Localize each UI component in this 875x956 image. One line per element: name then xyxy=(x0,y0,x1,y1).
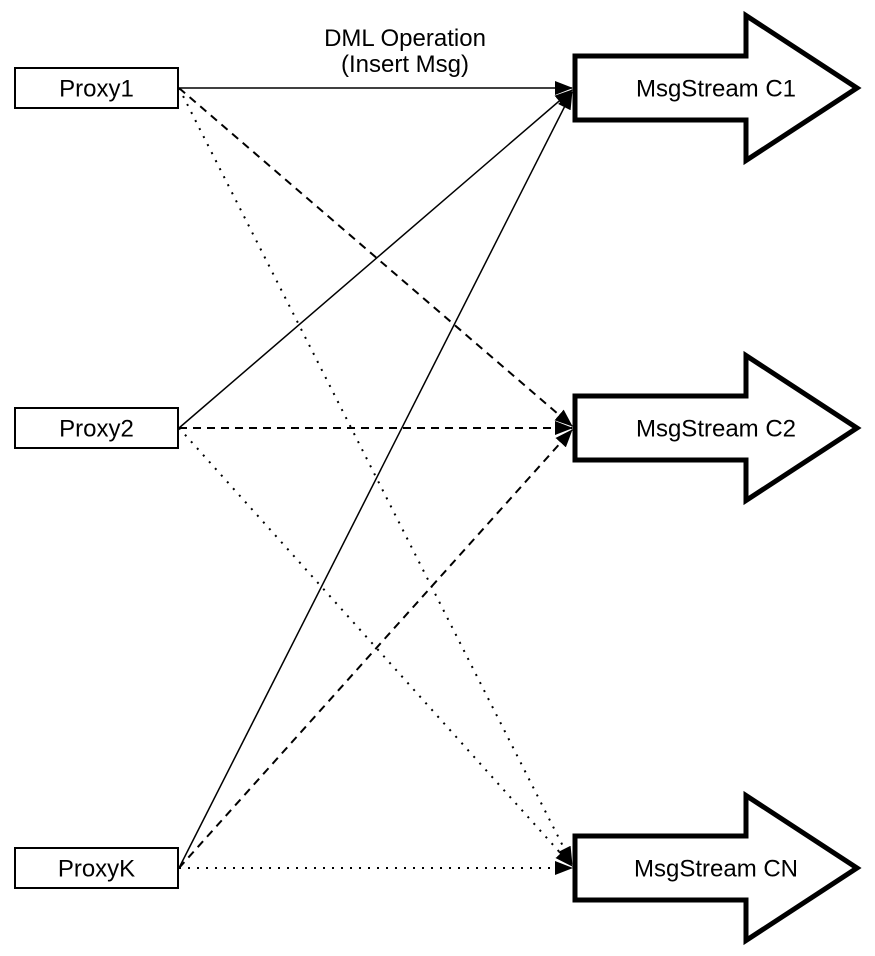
proxy2-box xyxy=(14,407,179,449)
edge-proxyk-to-c1 xyxy=(178,91,573,869)
proxyk-box xyxy=(14,847,179,889)
edge-proxy1-to-cn xyxy=(178,87,573,865)
edge-proxy2-to-cn xyxy=(178,427,573,867)
annotation-line1: DML Operation xyxy=(324,25,486,52)
dml-operation-annotation: DML Operation (Insert Msg) xyxy=(324,25,486,78)
proxy-node-proxyk: ProxyK xyxy=(14,847,179,889)
stream-node-cn: MsgStream CN xyxy=(572,790,862,946)
msgstream-c1-arrow-shape xyxy=(572,10,862,166)
proxyk-label: ProxyK xyxy=(58,856,135,883)
stream-node-c1: MsgStream C1 xyxy=(572,10,862,166)
msgstream-c2-label: MsgStream C2 xyxy=(636,416,796,443)
proxy1-label: Proxy1 xyxy=(59,76,134,103)
proxy1-box xyxy=(14,67,179,109)
edge-proxyk-to-c2 xyxy=(178,429,573,869)
msgstream-cn-label: MsgStream CN xyxy=(634,856,798,883)
proxy-node-proxy1: Proxy1 xyxy=(14,67,179,109)
annotation-line2: (Insert Msg) xyxy=(341,51,469,78)
msgstream-cn-arrow-shape xyxy=(572,790,862,946)
proxy-node-proxy2: Proxy2 xyxy=(14,407,179,449)
msgstream-c1-label: MsgStream C1 xyxy=(636,76,796,103)
edges-group xyxy=(178,81,573,875)
stream-node-c2: MsgStream C2 xyxy=(572,350,862,506)
edge-proxy1-to-c2 xyxy=(178,87,573,427)
proxy2-label: Proxy2 xyxy=(59,416,134,443)
msgstream-c2-arrow-shape xyxy=(572,350,862,506)
edge-proxy2-to-c1 xyxy=(178,89,573,429)
